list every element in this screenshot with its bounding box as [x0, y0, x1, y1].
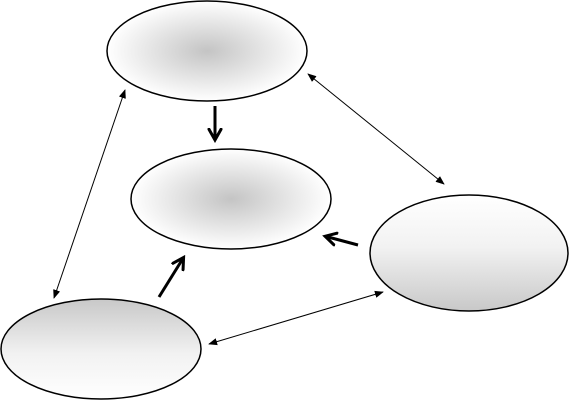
edge-bottom-left-right [208, 290, 384, 346]
node-bottom-left [0, 298, 202, 400]
edge-top-bottom-left [53, 89, 126, 299]
edge-bottom-left-to-center [157, 260, 182, 298]
node-center [130, 148, 332, 250]
edge-top-right [307, 73, 445, 185]
edge-right-to-center [328, 237, 359, 245]
node-top [106, 0, 308, 102]
node-right [369, 194, 569, 312]
